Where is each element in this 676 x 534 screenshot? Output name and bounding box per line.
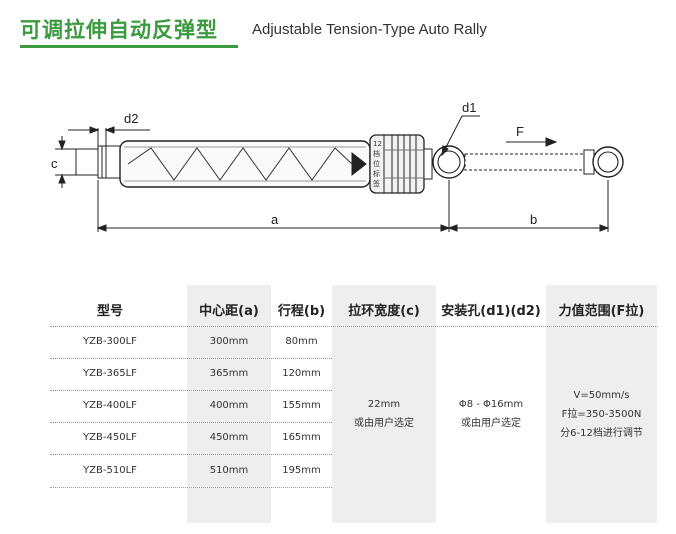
collar-text-2: 位 <box>373 159 380 168</box>
table-row-a: 510mm <box>209 465 249 476</box>
header-ring-width: 拉环宽度(c) <box>348 304 420 319</box>
label-d1: d1 <box>462 100 476 115</box>
force-speed: V=50mm/s <box>573 390 630 401</box>
mount-hole-note: 或由用户选定 <box>461 418 521 429</box>
label-F: F <box>516 124 524 139</box>
left-end-fitting <box>75 148 99 176</box>
row-divider <box>50 422 332 423</box>
force-steps: 分6-12档进行调节 <box>560 428 643 439</box>
table-row-b: 120mm <box>282 368 321 379</box>
label-d2: d2 <box>124 111 138 126</box>
row-divider <box>50 487 332 488</box>
table-row-a: 300mm <box>209 336 249 347</box>
row-divider <box>50 390 332 391</box>
gas-spring-drawing: d2 c d1 F a b 12 档 位 标 签 <box>51 100 624 232</box>
table-row-b: 155mm <box>282 400 321 411</box>
row-divider <box>50 358 332 359</box>
column-shade-force <box>546 285 657 523</box>
left-fitting-neck <box>97 145 121 179</box>
ring-right <box>592 146 624 178</box>
mount-hole-value: Φ8 - Φ16mm <box>458 399 524 410</box>
ring-width-note: 或由用户选定 <box>354 418 414 429</box>
header-force-range: 力值范围(F拉) <box>558 304 645 319</box>
ring-width-value: 22mm <box>367 399 401 410</box>
page-subtitle: Adjustable Tension-Type Auto Rally <box>252 21 487 38</box>
table-row-model: YZB-400LF <box>83 400 137 411</box>
column-shade-ring <box>332 285 436 523</box>
table-row-a: 365mm <box>209 368 249 379</box>
force-range-cell: V=50mm/s F拉=350-3500N 分6-12档进行调节 <box>546 386 657 443</box>
collar-text-1: 档 <box>373 149 380 158</box>
row-divider <box>50 326 658 327</box>
table-row-b: 195mm <box>282 465 321 476</box>
header-stroke: 行程(b) <box>277 304 326 319</box>
mount-hole-cell: Φ8 - Φ16mm 或由用户选定 <box>436 395 546 433</box>
table-row-a: 400mm <box>209 400 249 411</box>
header-model: 型号 <box>96 304 123 319</box>
table-row-a: 450mm <box>209 432 249 443</box>
header-mount-hole: 安装孔(d1)(d2) <box>441 304 541 319</box>
title-underline <box>20 45 238 48</box>
label-a: a <box>271 212 279 227</box>
collar-text-4: 签 <box>373 179 380 188</box>
table-row-model: YZB-365LF <box>83 368 137 379</box>
table-row-model: YZB-450LF <box>83 432 137 443</box>
collar-text-0: 12 <box>373 140 382 148</box>
header-center-distance: 中心距(a) <box>199 304 259 319</box>
row-divider <box>50 454 332 455</box>
page-title: 可调拉伸自动反弹型 <box>20 18 218 42</box>
column-shade-a <box>187 285 271 523</box>
table-row-model: YZB-300LF <box>83 336 137 347</box>
table-row-b: 165mm <box>282 432 321 443</box>
spring-zigzag <box>127 147 353 181</box>
piston-rod <box>464 153 589 171</box>
collar-text-3: 标 <box>373 169 380 178</box>
force-range: F拉=350-3500N <box>561 409 642 420</box>
spring-arrow <box>351 151 367 177</box>
ring-width-cell: 22mm 或由用户选定 <box>332 395 436 433</box>
table-row-model: YZB-510LF <box>83 465 137 476</box>
label-b: b <box>530 212 537 227</box>
table-row-b: 80mm <box>285 336 318 347</box>
label-c: c <box>51 156 58 171</box>
cylinder-body <box>119 140 371 188</box>
